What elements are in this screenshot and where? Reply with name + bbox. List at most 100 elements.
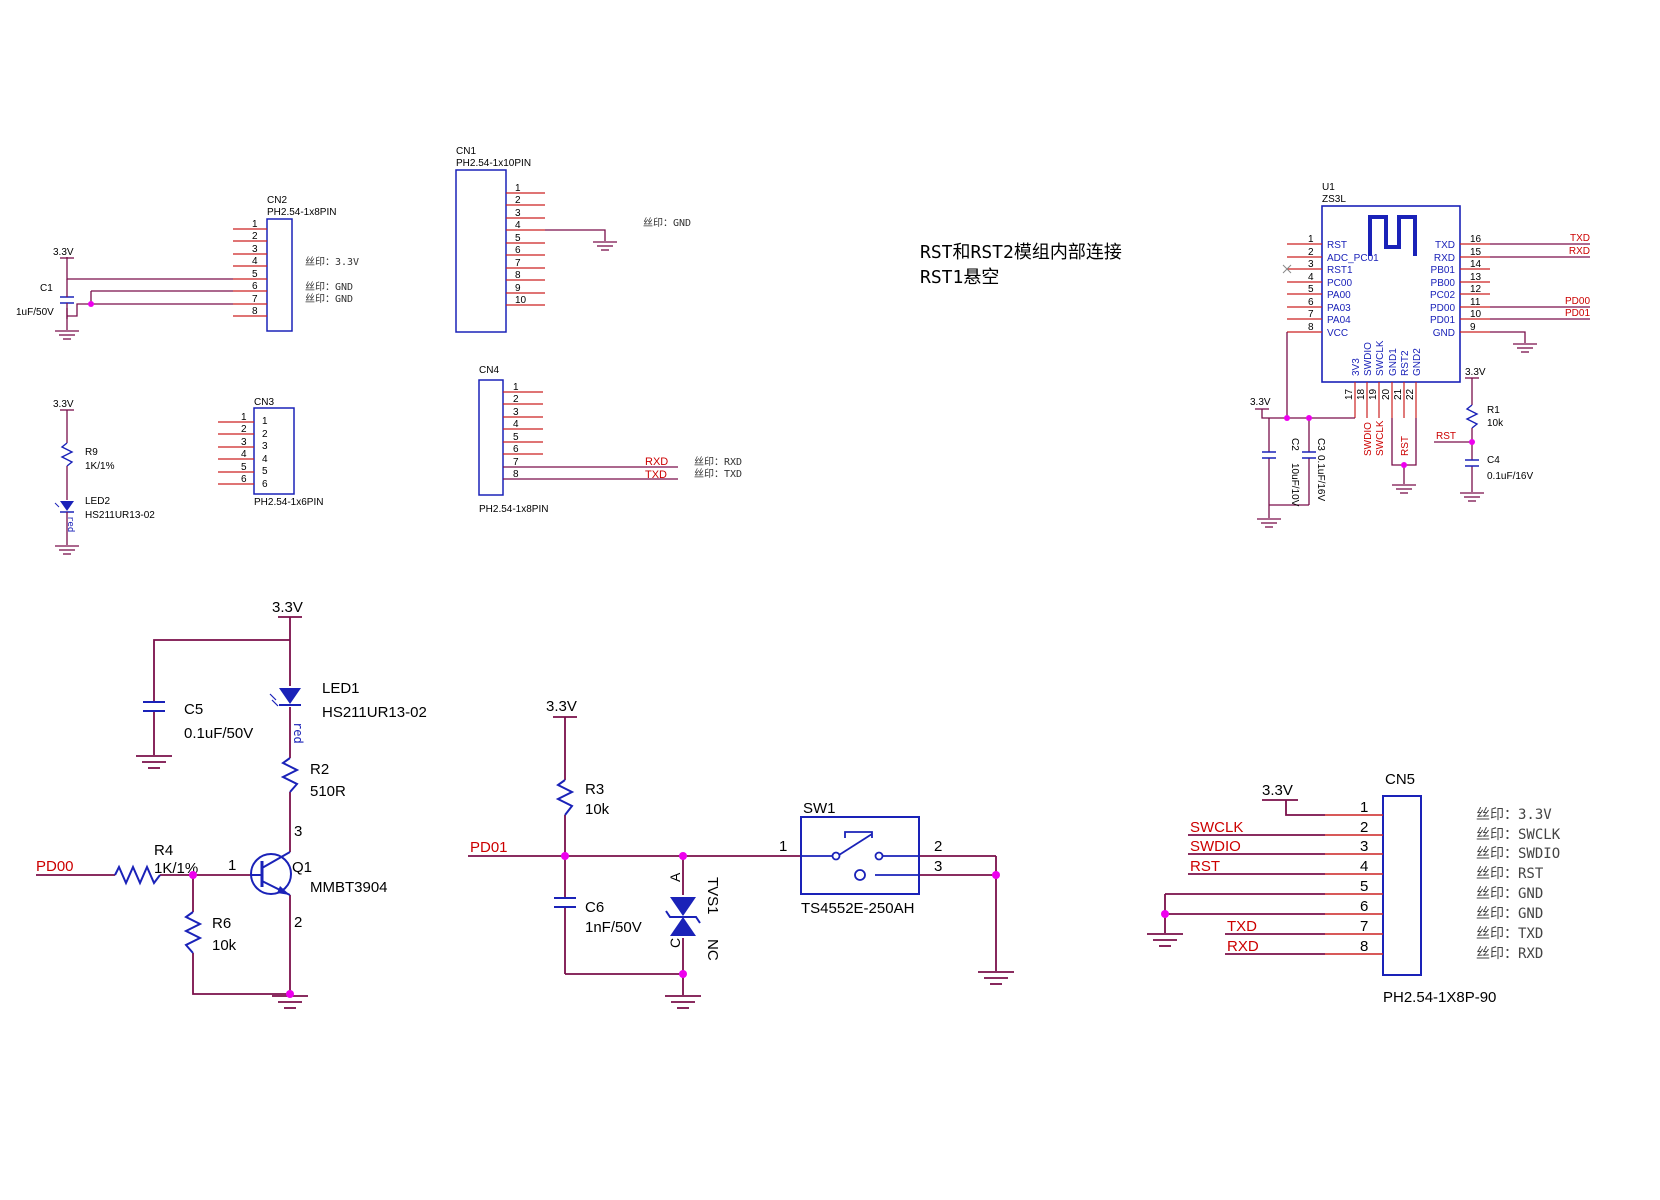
u1-pin-num: 16 bbox=[1470, 234, 1482, 245]
u1-net-rxd: RXD bbox=[1569, 246, 1590, 257]
ground-icon bbox=[54, 330, 80, 340]
cn5-net-txd: TXD bbox=[1227, 918, 1257, 935]
cn5-block: CN5 PH2.54-1X8P-90 3.3V SWCLK SWDIO bbox=[1146, 771, 1561, 1006]
r1-ref: R1 bbox=[1487, 405, 1500, 416]
cn4-pin-num: 6 bbox=[513, 444, 519, 455]
u1-pin-name: PA00 bbox=[1327, 290, 1351, 301]
cn1-pin-num: 3 bbox=[515, 208, 521, 219]
cn2-value: PH2.54-1x8PIN bbox=[267, 207, 336, 218]
r2-ref: R2 bbox=[310, 761, 329, 778]
cn1-ref: CN1 bbox=[456, 146, 476, 157]
junction-dot bbox=[1284, 415, 1290, 421]
antenna-icon bbox=[1368, 215, 1417, 256]
u1-net-swclk: SWCLK bbox=[1375, 420, 1386, 456]
u1-pin-num: 10 bbox=[1470, 309, 1482, 320]
ground-icon bbox=[592, 241, 618, 251]
cn2-wires bbox=[66, 257, 233, 319]
cn2-pin-num: 2 bbox=[252, 231, 258, 242]
cn4-pin-num: 1 bbox=[513, 382, 519, 393]
cn5-silk: 丝印：SWDIO bbox=[1476, 846, 1560, 862]
led2-ref: LED2 bbox=[85, 496, 110, 507]
cn4-block: CN4 1 2 3 4 5 6 7 8 RXD TXD 丝印：RXD 丝印：TX… bbox=[478, 365, 742, 515]
u1-vcc-label: 3.3V bbox=[1250, 397, 1271, 408]
cn2-pin-num: 4 bbox=[252, 256, 258, 267]
u1-pin-name: GND2 bbox=[1412, 348, 1423, 376]
cn3-pin-num: 5 bbox=[262, 466, 268, 477]
cn2-ref: CN2 bbox=[267, 195, 287, 206]
ground-icon bbox=[1459, 492, 1485, 502]
q1-ref: Q1 bbox=[292, 859, 312, 876]
led-driver-block: 3.3V C5 0.1uF/50V LED1 HS211UR13-02 bbox=[36, 599, 427, 1009]
c3-value: 0.1uF/16V bbox=[1315, 455, 1326, 501]
junction-dot bbox=[992, 871, 1000, 879]
u1-pin-num: 12 bbox=[1470, 284, 1482, 295]
r9-ref: R9 bbox=[85, 447, 98, 458]
cn1-block: CN1 PH2.54-1x10PIN 1 2 3 4 5 6 7 8 9 10 … bbox=[455, 146, 691, 333]
cn3-value: PH2.54-1x6PIN bbox=[254, 497, 323, 508]
cn5-pin-num: 2 bbox=[1360, 819, 1368, 836]
r1-value: 10k bbox=[1487, 418, 1504, 429]
c6-ref: C6 bbox=[585, 899, 604, 916]
u1-pin-num: 18 bbox=[1356, 388, 1367, 400]
junction-dot bbox=[1469, 439, 1475, 445]
u1-pin-num: 9 bbox=[1470, 322, 1476, 333]
r4-ref: R4 bbox=[154, 842, 173, 859]
u1-pin-num: 6 bbox=[1308, 297, 1314, 308]
led1-ref: LED1 bbox=[322, 680, 360, 697]
junction-dot bbox=[1306, 415, 1312, 421]
cn5-net-swclk: SWCLK bbox=[1190, 819, 1243, 836]
u1-pin-num: 20 bbox=[1381, 388, 1392, 400]
c4-symbol bbox=[1465, 459, 1479, 467]
cn4-silk-rxd: 丝印：RXD bbox=[694, 456, 742, 468]
q1-value: MMBT3904 bbox=[310, 879, 388, 896]
c5-value: 0.1uF/50V bbox=[184, 725, 253, 742]
cn1-pin-num: 7 bbox=[515, 258, 521, 269]
u1-pin-name: PB00 bbox=[1431, 278, 1456, 289]
c1-symbol bbox=[60, 279, 74, 330]
u1-pin-num: 3 bbox=[1308, 259, 1314, 270]
cn5-body bbox=[1382, 795, 1422, 976]
cn5-pin-num: 1 bbox=[1360, 799, 1368, 816]
r4-net-pd00: PD00 bbox=[36, 858, 74, 875]
tvs1-cathode: C bbox=[667, 938, 683, 948]
tvs1-value: NC bbox=[704, 939, 721, 961]
ground-icon bbox=[977, 971, 1015, 985]
junction-dot bbox=[1401, 462, 1407, 468]
led2-value: HS211UR13-02 bbox=[85, 510, 155, 521]
cn4-value: PH2.54-1x8PIN bbox=[479, 504, 548, 515]
cn5-silk: 丝印：RST bbox=[1476, 866, 1544, 882]
cn5-silk: 丝印：GND bbox=[1476, 906, 1543, 922]
cn5-pin-num: 4 bbox=[1360, 858, 1368, 875]
r9-symbol bbox=[60, 442, 74, 467]
cn4-pin-lines bbox=[503, 391, 543, 455]
u1-pin-name: GND1 bbox=[1388, 348, 1399, 376]
c2-value: 10uF/10V bbox=[1289, 463, 1300, 507]
u1-pin-name: RST1 bbox=[1327, 265, 1353, 276]
u1-pin-name: PD00 bbox=[1430, 303, 1455, 314]
junction-dot bbox=[561, 852, 569, 860]
u1-pin-num: 5 bbox=[1308, 284, 1314, 295]
u1-pin-name: PB01 bbox=[1431, 265, 1456, 276]
q1-pin3: 3 bbox=[294, 823, 302, 840]
cn2-silk-33: 丝印：3.3V bbox=[305, 256, 359, 268]
ground-icon bbox=[1256, 518, 1282, 528]
cn2-pin-num: 3 bbox=[252, 244, 258, 255]
r1-net-rst: RST bbox=[1436, 431, 1456, 442]
cn5-pin-num: 3 bbox=[1360, 838, 1368, 855]
cn3-pin-num: 1 bbox=[241, 412, 247, 423]
sw1-value: TS4552E-250AH bbox=[801, 900, 914, 917]
cn2-pin-num: 7 bbox=[252, 294, 258, 305]
cn1-gnd-wire bbox=[545, 229, 606, 241]
u1-pin-num: 19 bbox=[1368, 388, 1379, 400]
cn5-pin-num: 5 bbox=[1360, 878, 1368, 895]
u1-right-wires bbox=[1490, 243, 1590, 343]
u1-net-rst: RST bbox=[1400, 436, 1411, 456]
cn2-vcc-label: 3.3V bbox=[53, 247, 74, 258]
r3-ref: R3 bbox=[585, 781, 604, 798]
cn5-net-33: 3.3V bbox=[1262, 782, 1293, 799]
u1-right-pin-lines bbox=[1460, 243, 1490, 333]
ground-icon bbox=[54, 545, 80, 555]
ground-icon bbox=[1146, 933, 1184, 947]
u1-pin-num: 17 bbox=[1344, 388, 1355, 400]
q1-symbol bbox=[250, 851, 292, 896]
